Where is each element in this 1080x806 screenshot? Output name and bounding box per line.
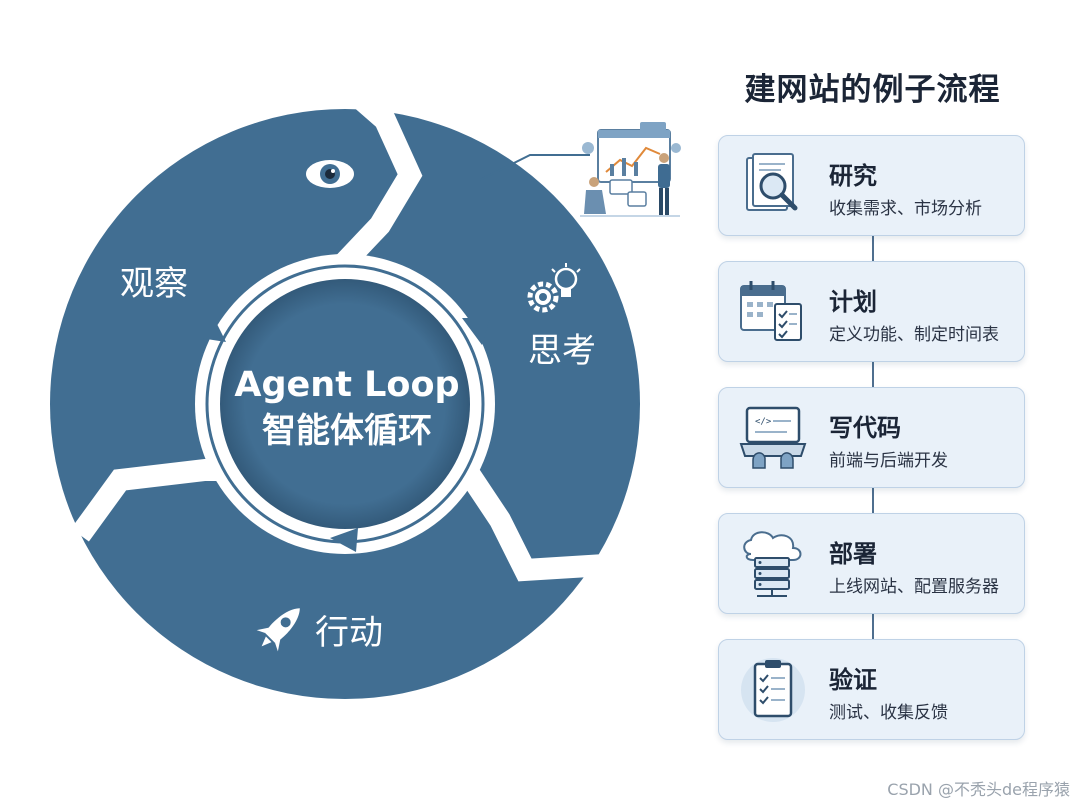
- act-label: 行动: [315, 613, 383, 653]
- step-deploy: 部署 上线网站、配置服务器: [718, 513, 1025, 614]
- step-title: 计划: [829, 288, 877, 316]
- rocket-icon: [256, 608, 300, 652]
- step-desc: 测试、收集反馈: [829, 703, 948, 723]
- step-research: 研究 收集需求、市场分析: [718, 135, 1025, 236]
- step-title: 研究: [829, 162, 877, 190]
- step-desc: 前端与后端开发: [829, 451, 948, 471]
- think-label: 思考: [528, 331, 596, 371]
- observe-label: 观察: [120, 264, 188, 304]
- step-desc: 定义功能、制定时间表: [829, 325, 999, 345]
- cloud-server-icon: [743, 531, 802, 597]
- step-title: 写代码: [829, 414, 901, 442]
- panel-title: 建网站的例子流程: [744, 72, 1001, 108]
- cycle-arrow-top-right: [462, 318, 490, 345]
- step-title: 验证: [829, 666, 877, 694]
- cycle-arrow-left: [200, 318, 226, 342]
- magnifier-document-icon: [746, 153, 798, 211]
- team-analytics-illustration: [580, 122, 681, 217]
- cycle-arrow-bottom: [330, 528, 358, 552]
- agent-loop-diagram: Agent Loop 智能体循环 观察 思考 行动: [50, 91, 681, 699]
- step-coding: </> 写代码 前端与后端开发: [718, 387, 1025, 488]
- eye-icon: [306, 160, 354, 188]
- step-desc: 收集需求、市场分析: [829, 199, 982, 219]
- illustration-connector: [479, 154, 590, 181]
- step-plan: 计划 定义功能、制定时间表: [718, 261, 1025, 362]
- step-verify: 验证 测试、收集反馈: [718, 639, 1025, 740]
- segment-gap-right: [460, 468, 606, 582]
- step-title: 部署: [829, 540, 877, 568]
- center-disc: [220, 279, 470, 529]
- svg-text:</>: </>: [755, 417, 772, 427]
- gear-lightbulb-icon: [527, 263, 581, 313]
- center-title: Agent Loop: [234, 365, 459, 405]
- laptop-code-icon: </>: [739, 406, 807, 469]
- center-subtitle: 智能体循环: [262, 411, 432, 451]
- watermark: CSDN @不秃头de程序猿: [887, 780, 1070, 799]
- calendar-checklist-icon: [740, 281, 802, 341]
- clipboard-check-icon: [741, 658, 805, 722]
- segment-gap-top: [337, 91, 423, 270]
- step-desc: 上线网站、配置服务器: [829, 577, 999, 597]
